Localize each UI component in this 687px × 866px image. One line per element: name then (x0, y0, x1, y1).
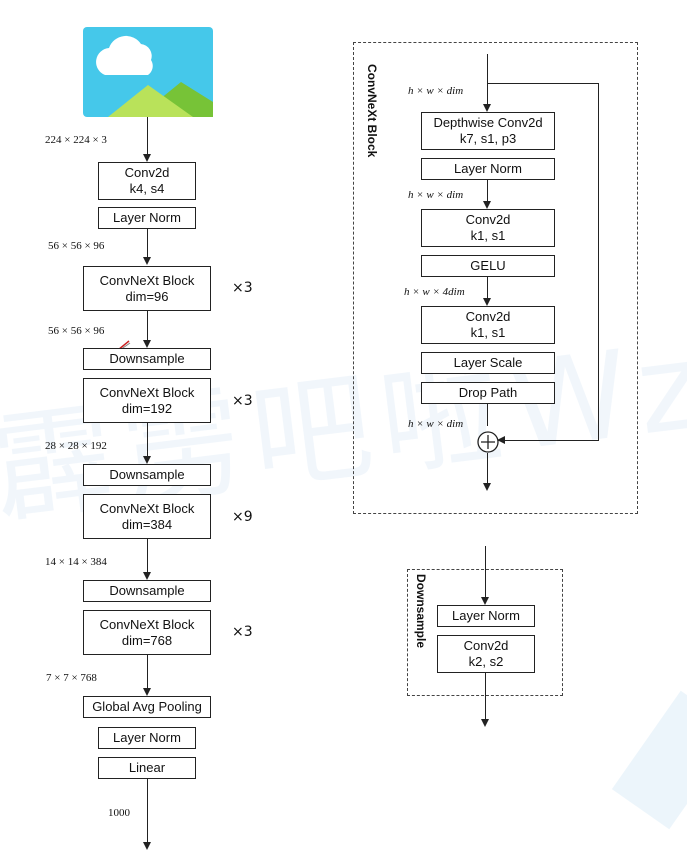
convnext-block-container (353, 42, 638, 514)
stage4-title: ConvNeXt Block (99, 616, 195, 632)
flow-line (147, 117, 148, 154)
add-icon (477, 431, 499, 453)
flow-arrow (143, 572, 151, 580)
stage4-repeat: ×3 (232, 624, 253, 640)
stage3-title: ConvNeXt Block (99, 500, 195, 516)
stem-norm-box: Layer Norm (98, 207, 196, 229)
downsample3-box: Downsample (83, 580, 211, 602)
flow-line (147, 423, 148, 456)
stage1-dim: dim=96 (125, 288, 169, 304)
stage3-block: ConvNeXt Block dim=384 (83, 494, 211, 539)
dim-after-stage4: 7 × 7 × 768 (46, 672, 97, 684)
ds-arrow (481, 719, 489, 727)
flow-line (147, 655, 148, 688)
dwconv-box: Depthwise Conv2d k7, s1, p3 (421, 112, 555, 150)
flow-arrow (143, 456, 151, 464)
ds-conv-title: Conv2d (463, 638, 509, 653)
flow-line (147, 539, 148, 572)
flow-arrow (143, 154, 151, 162)
flow-arrow (143, 842, 151, 850)
dim-after-stem: 56 × 56 × 96 (48, 240, 105, 252)
block-arrow (483, 298, 491, 306)
block-line (487, 404, 488, 426)
pwconv1-params: k1, s1 (470, 228, 506, 243)
ds-line (485, 673, 486, 719)
dim-after-stage1: 56 × 56 × 96 (48, 325, 105, 337)
layer-scale-box: Layer Scale (421, 352, 555, 374)
input-image-icon (83, 27, 213, 117)
flow-arrow (143, 688, 151, 696)
block-norm-box: Layer Norm (421, 158, 555, 180)
stage4-block: ConvNeXt Block dim=768 (83, 610, 211, 655)
block-arrow (483, 201, 491, 209)
flow-line (147, 229, 148, 257)
stage3-repeat: ×9 (232, 509, 253, 525)
block-dim-1: h × w × dim (408, 85, 464, 97)
head-norm-box: Layer Norm (98, 727, 196, 749)
dim-after-stage2: 28 × 28 × 192 (45, 440, 107, 452)
ds-norm-box: Layer Norm (437, 605, 535, 627)
downsample1-box: Downsample (83, 348, 211, 370)
dim-input: 224 × 224 × 3 (45, 134, 107, 146)
block-arrow (483, 104, 491, 112)
stage1-repeat: ×3 (232, 280, 253, 296)
stage1-title: ConvNeXt Block (99, 272, 195, 288)
block-line (487, 180, 488, 201)
flow-line (147, 779, 148, 842)
block-line (487, 54, 488, 104)
dwconv-title: Depthwise Conv2d (433, 115, 543, 130)
stage2-repeat: ×3 (232, 393, 253, 409)
dim-after-stage3: 14 × 14 × 384 (45, 556, 107, 568)
pwconv1-box: Conv2d k1, s1 (421, 209, 555, 247)
flow-arrow (143, 340, 151, 348)
stem-conv-params: k4, s4 (129, 181, 165, 196)
pwconv2-title: Conv2d (465, 309, 511, 324)
dim-output: 1000 (108, 807, 130, 819)
ds-arrow (481, 597, 489, 605)
watermark-shape (611, 690, 687, 830)
ds-conv-params: k2, s2 (468, 654, 504, 669)
pwconv2-box: Conv2d k1, s1 (421, 306, 555, 344)
block-line (487, 277, 488, 298)
block-line (487, 453, 488, 483)
drop-path-box: Drop Path (421, 382, 555, 404)
stage1-block: ConvNeXt Block dim=96 (83, 266, 211, 311)
ds-conv-box: Conv2d k2, s2 (437, 635, 535, 673)
block-dim-3: h × w × 4dim (404, 286, 465, 298)
stem-conv-title: Conv2d (124, 165, 170, 180)
block-arrow (483, 483, 491, 491)
residual-connection (487, 83, 599, 441)
stem-conv-box: Conv2d k4, s4 (98, 162, 196, 200)
linear-box: Linear (98, 757, 196, 779)
gelu-box: GELU (421, 255, 555, 277)
downsample-title: Downsample (414, 574, 428, 649)
flow-arrow (143, 257, 151, 265)
pwconv2-params: k1, s1 (470, 325, 506, 340)
convnext-block-title: ConvNeXt Block (365, 64, 379, 158)
dwconv-params: k7, s1, p3 (459, 131, 517, 146)
block-dim-4: h × w × dim (408, 418, 464, 430)
residual-arrow (497, 436, 505, 444)
downsample2-box: Downsample (83, 464, 211, 486)
stage2-block: ConvNeXt Block dim=192 (83, 378, 211, 423)
stage4-dim: dim=768 (121, 632, 173, 648)
stage3-dim: dim=384 (121, 516, 173, 532)
pwconv1-title: Conv2d (465, 212, 511, 227)
stage2-dim: dim=192 (121, 400, 173, 416)
block-dim-2: h × w × dim (408, 189, 464, 201)
stage2-title: ConvNeXt Block (99, 384, 195, 400)
flow-line (147, 311, 148, 340)
global-avg-pooling-box: Global Avg Pooling (83, 696, 211, 718)
ds-line (485, 546, 486, 597)
